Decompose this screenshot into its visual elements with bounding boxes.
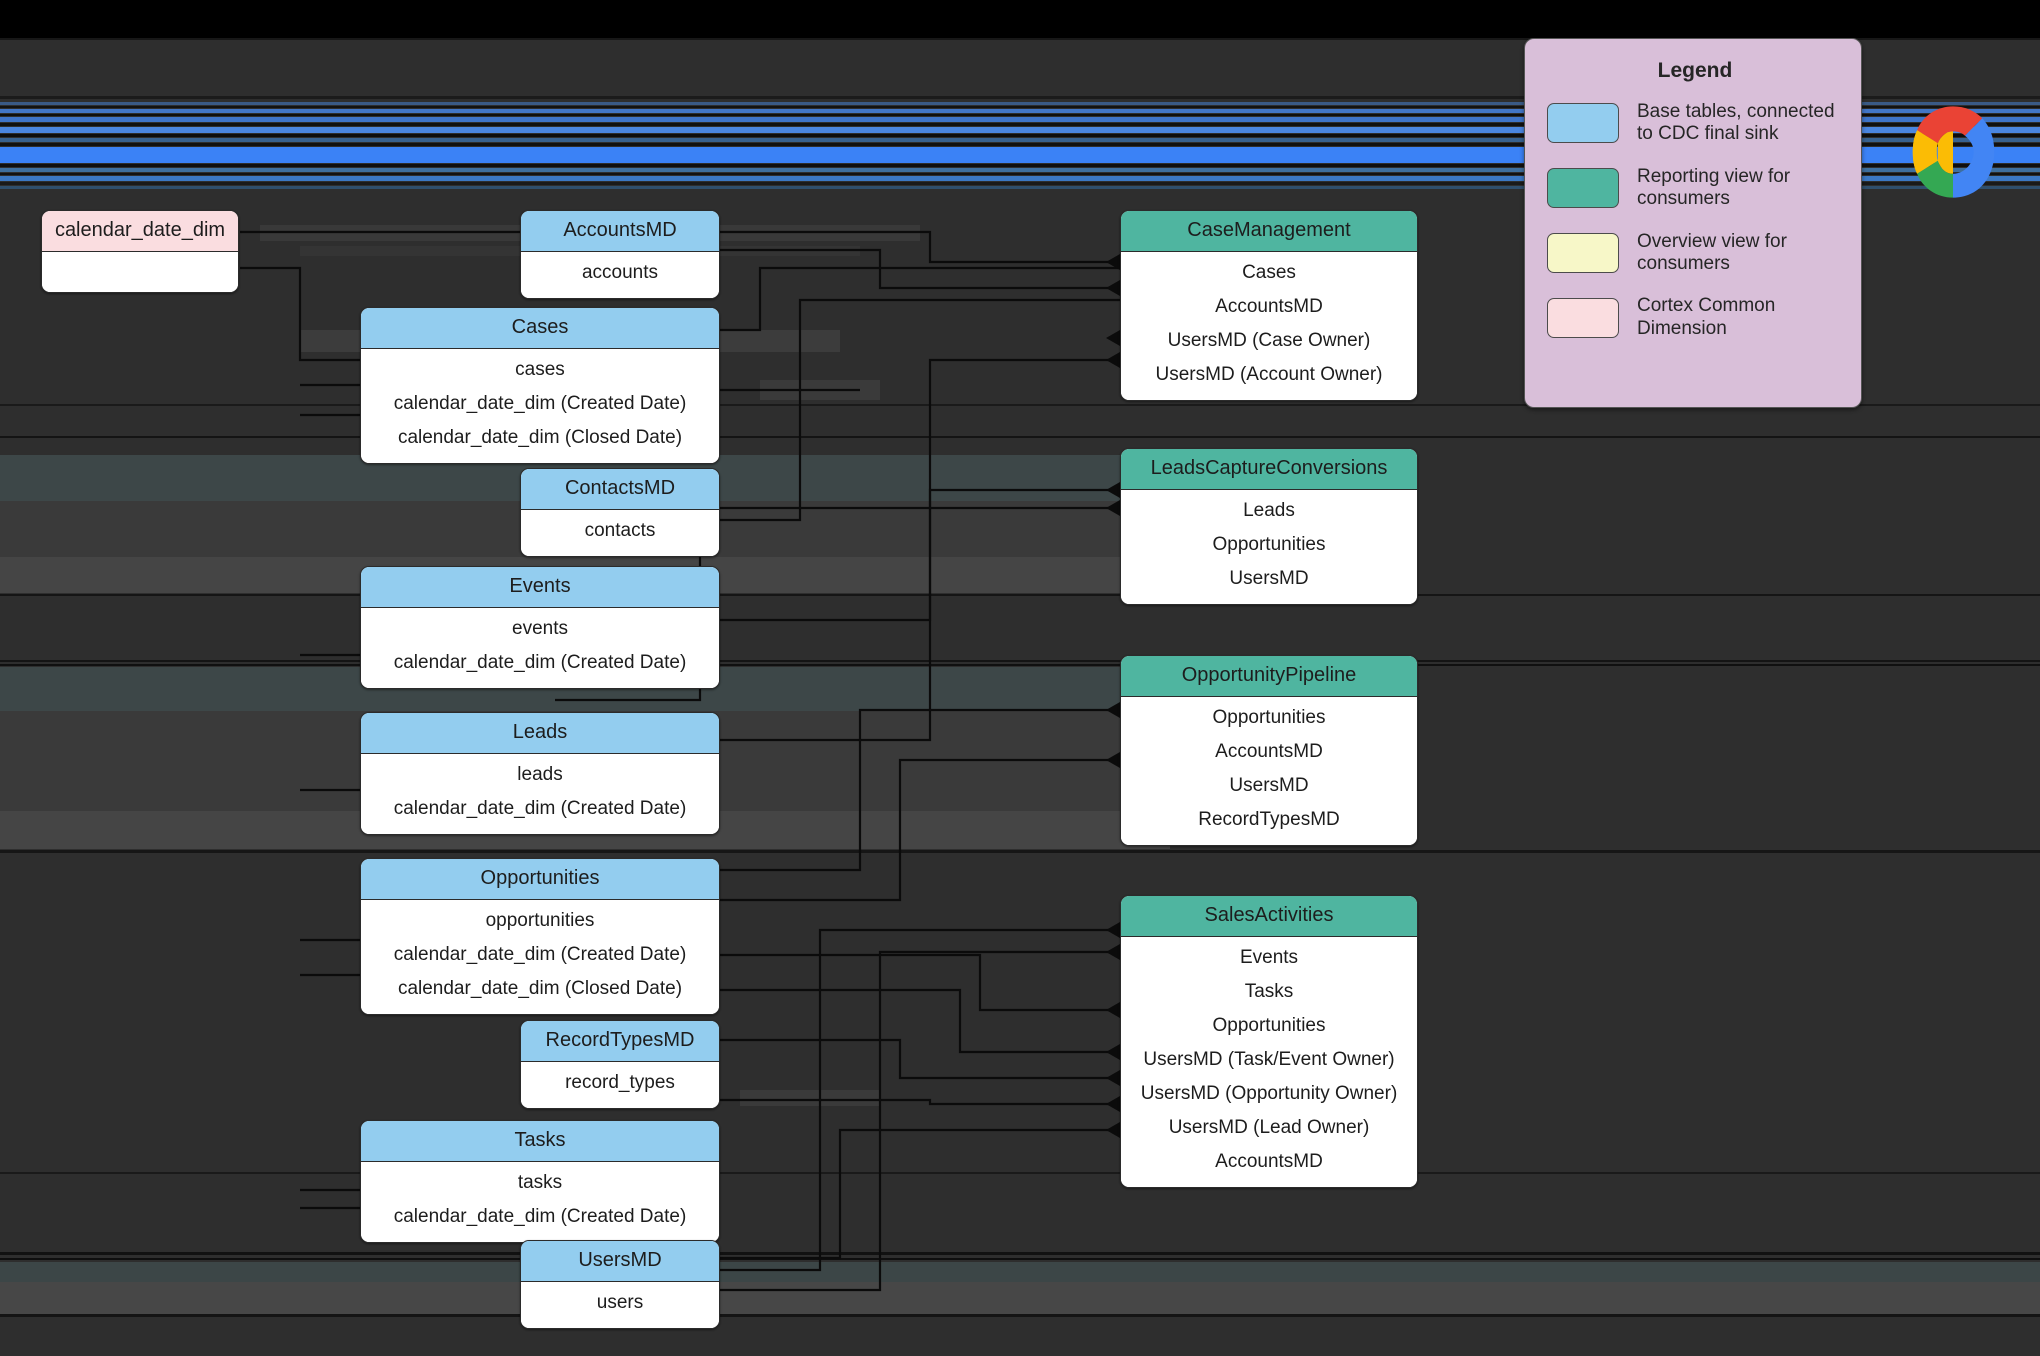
- node-leadscaptureconversions[interactable]: LeadsCaptureConversions Leads Opportunit…: [1120, 448, 1418, 605]
- node-title: Tasks: [361, 1121, 719, 1162]
- legend-item-cortex-dimension: Cortex Common Dimension: [1547, 295, 1843, 340]
- node-row: UsersMD: [1229, 774, 1309, 796]
- node-casemanagement[interactable]: CaseManagement Cases AccountsMD UsersMD …: [1120, 210, 1418, 401]
- legend-swatch-overview-view: [1547, 233, 1619, 274]
- node-rows: opportunities calendar_date_dim (Created…: [361, 900, 719, 1014]
- node-contactsmd[interactable]: ContactsMD contacts: [520, 468, 720, 557]
- node-rows: tasks calendar_date_dim (Created Date): [361, 1162, 719, 1242]
- node-opportunities[interactable]: Opportunities opportunities calendar_dat…: [360, 858, 720, 1015]
- node-row: UsersMD (Case Owner): [1167, 329, 1371, 351]
- node-rows: events calendar_date_dim (Created Date): [361, 608, 719, 688]
- node-row: Leads: [1243, 500, 1295, 521]
- node-leads[interactable]: Leads leads calendar_date_dim (Created D…: [360, 712, 720, 835]
- legend-label: Cortex Common Dimension: [1637, 295, 1776, 339]
- legend-item-reporting-view: Reporting view for consumers: [1547, 166, 1843, 211]
- node-rows: accounts: [521, 252, 719, 298]
- node-title: OpportunityPipeline: [1121, 656, 1417, 697]
- node-rows: record_types: [521, 1062, 719, 1108]
- legend-swatch-cortex-dimension: [1547, 297, 1619, 338]
- node-row: calendar_date_dim (Closed Date): [397, 977, 683, 999]
- node-rows: users: [521, 1282, 719, 1328]
- legend-label: Overview view for consumers: [1637, 230, 1787, 275]
- node-row: events: [512, 618, 568, 639]
- node-title: SalesActivities: [1121, 896, 1417, 937]
- legend-label: Base tables, connected to CDC final sink: [1637, 101, 1835, 145]
- node-title: Events: [361, 567, 719, 608]
- node-row: UsersMD (Task/Event Owner): [1143, 1048, 1395, 1070]
- node-row: AccountsMD: [1215, 295, 1323, 317]
- legend-title: Legend: [1657, 59, 1733, 82]
- node-usersmd[interactable]: UsersMD users: [520, 1240, 720, 1329]
- node-title: CaseManagement: [1121, 211, 1417, 252]
- node-rows: leads calendar_date_dim (Created Date): [361, 754, 719, 834]
- node-rows: cases calendar_date_dim (Created Date) c…: [361, 349, 719, 463]
- node-opportunitypipeline[interactable]: OpportunityPipeline Opportunities Accoun…: [1120, 655, 1418, 846]
- node-row: calendar_date_dim (Closed Date): [397, 426, 683, 448]
- legend-swatch-base-tables: [1547, 103, 1619, 144]
- node-row: contacts: [584, 520, 656, 541]
- node-row: AccountsMD: [1215, 740, 1323, 762]
- node-row: record_types: [565, 1072, 675, 1093]
- node-cases[interactable]: Cases cases calendar_date_dim (Created D…: [360, 307, 720, 464]
- node-row: AccountsMD: [1215, 1150, 1323, 1172]
- node-rows: [42, 252, 238, 292]
- node-row: Tasks: [1244, 980, 1294, 1002]
- node-title: UsersMD: [521, 1241, 719, 1282]
- node-tasks[interactable]: Tasks tasks calendar_date_dim (Created D…: [360, 1120, 720, 1243]
- node-row: calendar_date_dim (Created Date): [393, 1205, 687, 1227]
- node-row: RecordTypesMD: [1198, 808, 1340, 830]
- node-row: Cases: [1242, 262, 1296, 283]
- node-row: UsersMD: [1229, 567, 1309, 589]
- legend-item-overview-view: Overview view for consumers: [1547, 231, 1843, 276]
- node-salesactivities[interactable]: SalesActivities Events Tasks Opportuniti…: [1120, 895, 1418, 1188]
- node-events[interactable]: Events events calendar_date_dim (Created…: [360, 566, 720, 689]
- node-title: RecordTypesMD: [521, 1021, 719, 1062]
- google-cloud-logo: [1912, 106, 1995, 198]
- node-title: calendar_date_dim: [42, 211, 238, 252]
- node-row: Opportunities: [1212, 533, 1326, 555]
- legend-label: Reporting view for consumers: [1637, 165, 1791, 210]
- node-row: UsersMD (Opportunity Owner): [1140, 1082, 1398, 1104]
- node-row: Opportunities: [1212, 1014, 1326, 1036]
- node-title: Leads: [361, 713, 719, 754]
- node-row: accounts: [581, 262, 659, 283]
- node-rows: Leads Opportunities UsersMD: [1121, 490, 1417, 604]
- node-rows: Events Tasks Opportunities UsersMD (Task…: [1121, 937, 1417, 1187]
- node-calendar-date-dim[interactable]: calendar_date_dim: [41, 210, 239, 293]
- node-title: LeadsCaptureConversions: [1121, 449, 1417, 490]
- node-row: calendar_date_dim (Created Date): [393, 943, 687, 965]
- node-row: UsersMD (Account Owner): [1155, 363, 1383, 385]
- node-rows: contacts: [521, 510, 719, 556]
- node-title: ContactsMD: [521, 469, 719, 510]
- node-row: opportunities: [485, 910, 595, 931]
- node-title: AccountsMD: [521, 211, 719, 252]
- node-row: users: [596, 1292, 644, 1313]
- node-rows: Opportunities AccountsMD UsersMD RecordT…: [1121, 697, 1417, 845]
- node-row: Opportunities: [1212, 707, 1326, 728]
- node-row: Events: [1239, 947, 1299, 968]
- node-recordtypesmd[interactable]: RecordTypesMD record_types: [520, 1020, 720, 1109]
- node-title: Opportunities: [361, 859, 719, 900]
- node-row: UsersMD (Lead Owner): [1168, 1116, 1370, 1138]
- node-row: leads: [517, 764, 563, 785]
- node-row: cases: [515, 359, 565, 380]
- legend-panel: Legend Base tables, connected to CDC fin…: [1524, 38, 1862, 408]
- node-title: Cases: [361, 308, 719, 349]
- node-row: calendar_date_dim (Created Date): [393, 797, 687, 819]
- node-accountsmd[interactable]: AccountsMD accounts: [520, 210, 720, 299]
- node-row: calendar_date_dim (Created Date): [393, 651, 687, 673]
- legend-item-base-tables: Base tables, connected to CDC final sink: [1547, 101, 1843, 146]
- node-row: calendar_date_dim (Created Date): [393, 392, 687, 414]
- node-row: tasks: [517, 1172, 563, 1193]
- node-rows: Cases AccountsMD UsersMD (Case Owner) Us…: [1121, 252, 1417, 400]
- legend-swatch-reporting-view: [1547, 168, 1619, 209]
